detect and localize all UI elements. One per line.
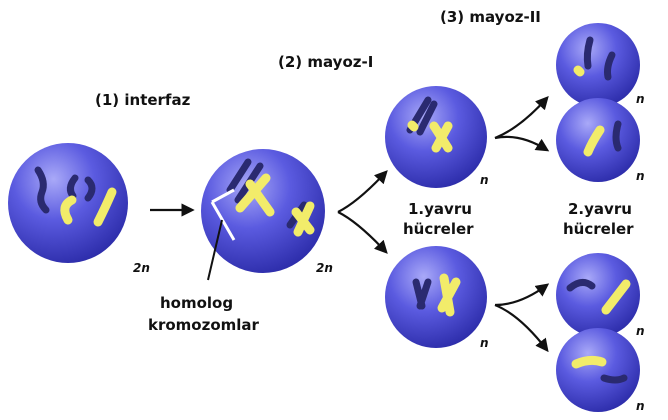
ploidy-label-2n: 2n (133, 261, 150, 275)
arrow-icon (337, 211, 388, 254)
stage-label-mayoz-2: (3) mayoz-II (440, 8, 541, 26)
ploidy-label-n: n (480, 173, 489, 187)
daughter-cells-2-label: hücreler (563, 220, 634, 238)
daughter-cell-2c (556, 253, 640, 337)
ploidy-label-n: n (480, 336, 489, 350)
ploidy-label-n: n (636, 399, 645, 413)
arrow-icon (494, 283, 550, 307)
interphase-cell (8, 143, 128, 263)
homolog-label: homolog (160, 294, 233, 312)
ploidy-label-n: n (636, 324, 645, 338)
ploidy-label-n: n (636, 92, 645, 106)
daughter-cell-2a (556, 23, 640, 107)
daughter-cells-1-label: hücreler (403, 220, 474, 238)
ploidy-label-n: n (636, 169, 645, 183)
stage-label-mayoz-1: (2) mayoz-I (278, 53, 373, 71)
daughter-cell-1a (385, 86, 487, 188)
arrow-icon (494, 303, 549, 353)
arrow-icon (494, 135, 550, 152)
arrow-icon (337, 170, 388, 213)
daughter-cell-2d (556, 328, 640, 412)
arrow-icon (494, 96, 549, 140)
daughter-cell-1b (385, 246, 487, 348)
daughter-cells-1-label: 1.yavru (408, 200, 472, 218)
daughter-cells-2-label: 2.yavru (568, 200, 632, 218)
stage-label-interfaz: (1) interfaz (95, 91, 191, 109)
ploidy-label-2n: 2n (316, 261, 333, 275)
homolog-label: kromozomlar (148, 316, 260, 334)
meiosis-1-cell (201, 149, 325, 281)
daughter-cell-2b (556, 98, 640, 182)
